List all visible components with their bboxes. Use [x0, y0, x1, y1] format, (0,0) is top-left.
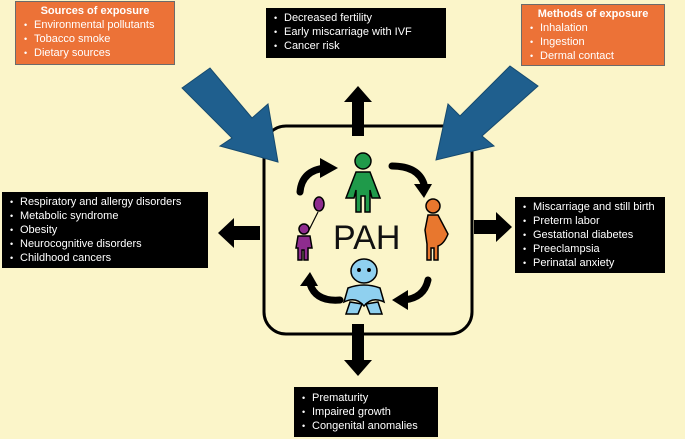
list-item: Environmental pollutants: [20, 18, 170, 32]
list-item: Impaired growth: [298, 405, 434, 419]
top-effects-box: Decreased fertility Early miscarriage wi…: [266, 8, 446, 58]
list-item: Preterm labor: [519, 214, 661, 228]
child-with-balloon-icon: [295, 196, 325, 261]
cycle-arrow-bottom-left: [300, 272, 344, 304]
list-item: Inhalation: [526, 21, 660, 35]
list-item: Neurocognitive disorders: [6, 237, 204, 251]
list-item: Dermal contact: [526, 49, 660, 63]
arrow-left: [218, 218, 260, 248]
list-item: Perinatal anxiety: [519, 256, 661, 270]
cycle-arrow-top-left: [296, 158, 338, 196]
woman-icon: [344, 152, 382, 213]
list-item: Obesity: [6, 223, 204, 237]
list-item: Metabolic syndrome: [6, 209, 204, 223]
list-item: Decreased fertility: [270, 11, 442, 25]
list-item: Childhood cancers: [6, 251, 204, 265]
list-item: Preeclampsia: [519, 242, 661, 256]
list-item: Miscarriage and still birth: [519, 200, 661, 214]
list-item: Respiratory and allergy disorders: [6, 195, 204, 209]
list-item: Gestational diabetes: [519, 228, 661, 242]
list-item: Cancer risk: [270, 39, 442, 53]
list-item: Ingestion: [526, 35, 660, 49]
arrow-right: [474, 212, 512, 242]
methods-of-exposure-box: Methods of exposure Inhalation Ingestion…: [521, 4, 665, 66]
sources-title: Sources of exposure: [40, 5, 150, 17]
sources-of-exposure-box: Sources of exposure Environmental pollut…: [15, 1, 175, 65]
list-item: Prematurity: [298, 391, 434, 405]
cycle-arrow-top-right: [388, 162, 432, 198]
pregnant-woman-icon: [424, 198, 449, 261]
arrow-up: [344, 86, 372, 136]
bottom-effects-box: Prematurity Impaired growth Congenital a…: [294, 387, 438, 437]
pah-frame: [262, 124, 474, 336]
arrow-down: [344, 324, 372, 376]
pah-label: PAH: [333, 219, 401, 257]
methods-title: Methods of exposure: [537, 8, 649, 20]
exposure-arrow-left: [181, 67, 279, 163]
list-item: Early miscarriage with IVF: [270, 25, 442, 39]
list-item: Tobacco smoke: [20, 32, 170, 46]
list-item: Congenital anomalies: [298, 419, 434, 433]
list-item: Dietary sources: [20, 46, 170, 60]
right-effects-box: Miscarriage and still birth Preterm labo…: [515, 197, 665, 273]
exposure-arrow-right: [435, 65, 539, 161]
left-effects-box: Respiratory and allergy disorders Metabo…: [2, 192, 208, 268]
baby-icon: [342, 258, 386, 315]
cycle-arrow-bottom-right: [392, 276, 432, 310]
